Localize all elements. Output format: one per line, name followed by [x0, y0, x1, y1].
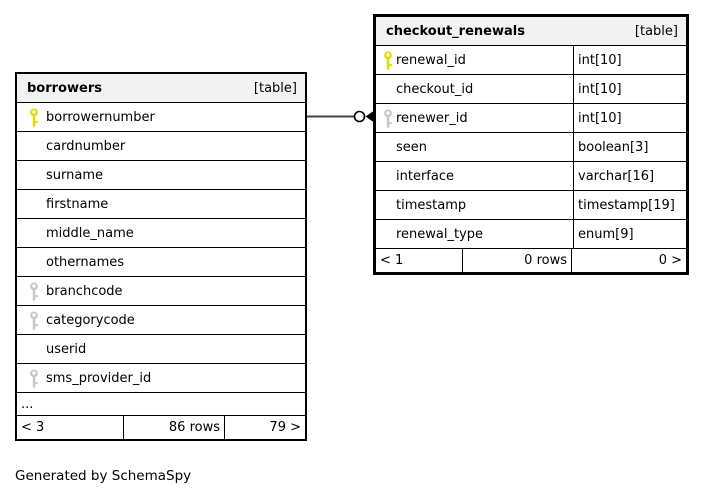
column-name: surname [46, 167, 103, 183]
column-name: renewal_id [396, 52, 466, 68]
column-datatype: enum[9] [573, 220, 686, 248]
column-name: borrowernumber [46, 109, 155, 125]
table-header: checkout_renewals [table] [376, 17, 686, 45]
column-row-interface: interface varchar[16] [376, 161, 686, 190]
column-row-sms_provider_id: sms_provider_id [17, 363, 305, 392]
foreign-key-icon [29, 369, 46, 388]
column-name: checkout_id [396, 81, 474, 97]
column-name: categorycode [46, 312, 135, 328]
fk-relationship-connector [307, 110, 374, 123]
generator-caption: Generated by SchemaSpy [15, 468, 192, 484]
column-row-othernames: othernames [17, 247, 305, 276]
column-datatype: varchar[16] [573, 162, 686, 190]
table-footer: < 1 0 rows 0 > [376, 248, 686, 272]
column-name: renewal_type [396, 226, 484, 242]
column-row-firstname: firstname [17, 189, 305, 218]
column-name: othernames [46, 254, 125, 270]
row-count: 0 rows [462, 249, 572, 272]
column-row-userid: userid [17, 334, 305, 363]
child-count: 79 > [269, 420, 301, 435]
foreign-key-icon [29, 282, 46, 301]
foreign-key-icon [383, 109, 396, 128]
table-footer: < 3 86 rows 79 > [17, 415, 305, 439]
parent-count: < 3 [21, 420, 45, 435]
column-name: firstname [46, 196, 109, 212]
column-row-borrowernumber: borrowernumber [17, 102, 305, 131]
column-list: borrowernumber cardnumber surname firstname… [17, 102, 305, 392]
column-name: interface [396, 168, 454, 184]
column-name: sms_provider_id [46, 370, 152, 386]
primary-key-icon [383, 51, 396, 70]
child-count: 0 > [658, 253, 682, 268]
table-node-checkout-renewals[interactable]: checkout_renewals [table] renewal_id int[… [373, 14, 689, 275]
column-datatype: timestamp[19] [573, 191, 686, 219]
column-datatype: int[10] [573, 104, 686, 132]
column-row-seen: seen boolean[3] [376, 132, 686, 161]
column-row-categorycode: categorycode [17, 305, 305, 334]
column-row-surname: surname [17, 160, 305, 189]
table-type-label: [table] [634, 23, 678, 39]
table-name: checkout_renewals [386, 23, 525, 39]
column-name: branchcode [46, 283, 123, 299]
table-node-borrowers[interactable]: borrowers [table] borrowernumber cardnumb… [15, 72, 307, 441]
parent-count: < 1 [380, 253, 404, 268]
column-row-timestamp: timestamp timestamp[19] [376, 190, 686, 219]
column-name: userid [46, 341, 87, 357]
column-name: cardnumber [46, 138, 126, 154]
column-row-branchcode: branchcode [17, 276, 305, 305]
column-row-checkout_id: checkout_id int[10] [376, 74, 686, 103]
column-datatype: int[10] [573, 75, 686, 103]
column-datatype: int[10] [573, 46, 686, 74]
zero-or-one-circle [353, 110, 366, 123]
column-name: seen [396, 139, 428, 155]
column-name: timestamp [396, 197, 467, 213]
column-row-cardnumber: cardnumber [17, 131, 305, 160]
table-name: borrowers [27, 80, 102, 96]
column-row-renewal_type: renewal_type enum[9] [376, 219, 686, 248]
column-row-middle_name: middle_name [17, 218, 305, 247]
table-header: borrowers [table] [17, 74, 305, 102]
column-row-renewal_id: renewal_id int[10] [376, 45, 686, 74]
column-row-renewer_id: renewer_id int[10] [376, 103, 686, 132]
column-name: middle_name [46, 225, 134, 241]
column-name: renewer_id [396, 110, 468, 126]
column-datatype: boolean[3] [573, 133, 686, 161]
foreign-key-icon [29, 311, 46, 330]
arrowhead-icon [365, 111, 374, 122]
table-type-label: [table] [253, 80, 297, 96]
row-count: 86 rows [123, 416, 225, 439]
primary-key-icon [29, 108, 46, 127]
truncated-columns-indicator: ... [17, 392, 305, 415]
